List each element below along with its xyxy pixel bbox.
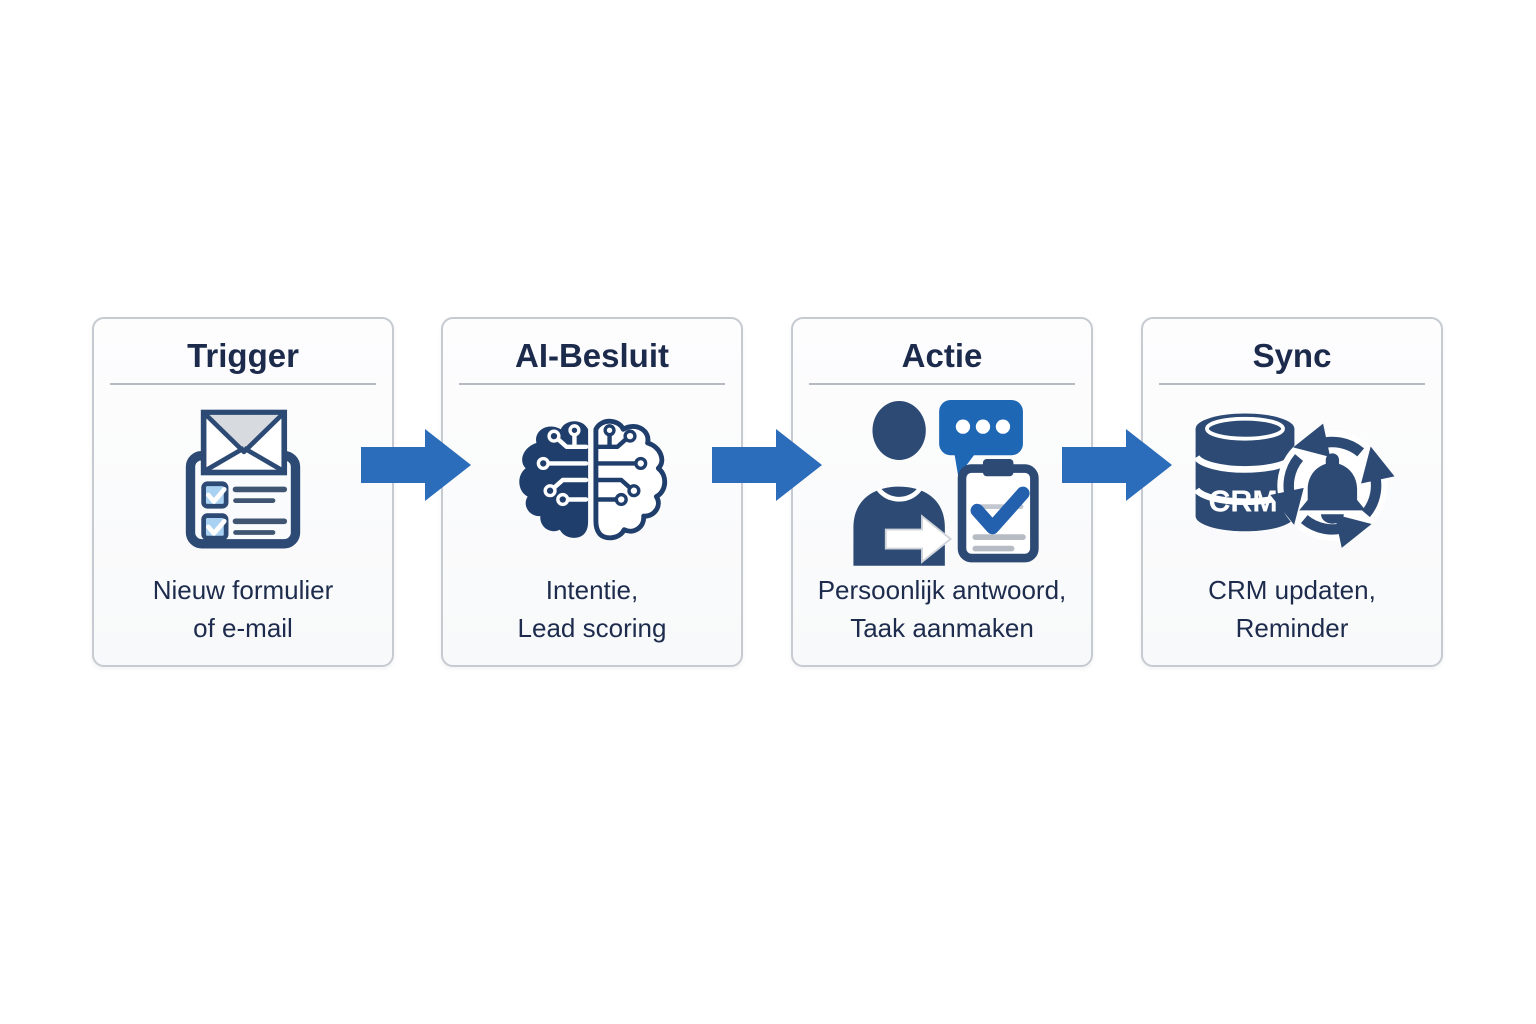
form-email-icon — [185, 409, 301, 549]
ai-brain-circuit-icon — [519, 418, 668, 541]
brain-right-half — [593, 418, 668, 541]
send-arrow-icon — [884, 514, 953, 564]
divider — [1159, 383, 1425, 385]
envelope-icon — [200, 409, 288, 476]
card-description: Nieuw formulier of e-mail — [94, 571, 392, 647]
crm-database-sync-bell-icon: CRM — [1193, 413, 1395, 548]
brain-left-half — [519, 421, 589, 538]
bell-icon — [1298, 453, 1366, 524]
card-ai-besluit: AI-Besluit — [441, 317, 743, 667]
card-title: AI-Besluit — [514, 337, 669, 374]
divider — [459, 383, 725, 385]
divider — [809, 383, 1075, 385]
description-line: CRM updaten, — [1208, 575, 1376, 605]
description-line: Nieuw formulier — [152, 575, 334, 605]
icon-box: CRM — [1143, 385, 1441, 569]
person-reply-task-icon — [853, 400, 1039, 566]
description-line: Taak aanmaken — [850, 613, 1034, 643]
description-line: Reminder — [1235, 613, 1349, 643]
card-description: Intentie, Lead scoring — [443, 571, 741, 647]
right-arrow-icon — [361, 429, 471, 501]
card-title: Actie — [901, 337, 983, 374]
right-arrow-icon — [712, 429, 822, 501]
card-title: Sync — [1252, 337, 1332, 374]
card-actie: Actie — [791, 317, 1093, 667]
description-line: Lead scoring — [517, 613, 667, 643]
divider — [110, 383, 376, 385]
description-line: of e-mail — [193, 613, 293, 643]
description-line: Persoonlijk antwoord, — [817, 575, 1067, 605]
right-arrow-icon — [1062, 429, 1172, 501]
crm-label: CRM — [1208, 484, 1277, 518]
crm-database-icon: CRM — [1193, 413, 1296, 532]
icon-box — [443, 385, 741, 569]
chat-bubble-icon — [939, 400, 1023, 477]
task-clipboard-icon — [957, 459, 1039, 563]
card-sync: Sync CRM — [1141, 317, 1443, 667]
card-trigger: Trigger — [92, 317, 394, 667]
card-description: CRM updaten, Reminder — [1143, 571, 1441, 647]
checklist — [201, 481, 288, 541]
card-description: Persoonlijk antwoord, Taak aanmaken — [793, 571, 1091, 647]
icon-box — [793, 385, 1091, 569]
card-title: Trigger — [187, 337, 299, 374]
icon-box — [94, 385, 392, 569]
description-line: Intentie, — [545, 575, 639, 605]
